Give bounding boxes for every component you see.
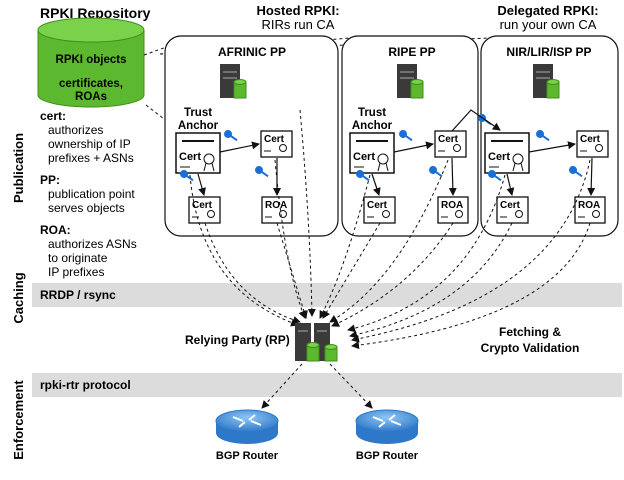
cylinder-label-1: RPKI objects	[56, 54, 127, 66]
caching-protocol-label: RRDP / rsync	[40, 288, 116, 302]
trust-anchor-cert: Cert	[349, 132, 395, 174]
def-pp-term: PP:	[40, 173, 60, 187]
layer-label-caching: Caching	[11, 272, 26, 323]
roa-label: ROA	[441, 200, 463, 211]
definitions: cert: authorizes ownership of IP prefixe…	[40, 109, 137, 279]
delegated-ca-cert: Cert	[484, 132, 530, 174]
trust-anchor-label-1: Trust	[184, 107, 212, 119]
roa-object: ROA	[261, 196, 293, 224]
trust-anchor-cert: Cert	[175, 132, 221, 174]
hierarchy-arrows	[197, 109, 596, 196]
repository-title: RPKI Repository	[40, 5, 151, 21]
server-icon	[533, 64, 560, 99]
relying-party-server-icon	[295, 323, 338, 362]
enforcement-band	[32, 373, 622, 397]
cert-label: Cert	[192, 200, 213, 211]
def-cert-desc2: ownership of IP	[48, 137, 131, 151]
cert-object: Cert	[496, 196, 529, 224]
cert-label: Cert	[179, 151, 201, 163]
fetching-label-2: Crypto Validation	[481, 341, 580, 355]
roa-label: ROA	[578, 200, 600, 211]
relying-party-label: Relying Party (RP)	[185, 333, 290, 347]
def-pp-desc1: publication point	[48, 187, 135, 201]
cert-label: Cert	[353, 151, 375, 163]
cert-label: Cert	[488, 151, 510, 163]
router-arrows	[261, 363, 373, 409]
def-roa-desc3: IP prefixes	[48, 265, 104, 279]
server-icon	[220, 64, 247, 99]
roa-label: ROA	[265, 200, 287, 211]
roa-object: ROA	[437, 196, 469, 224]
hosted-subtitle: RIRs run CA	[262, 17, 335, 32]
def-roa-desc1: authorizes ASNs	[48, 237, 137, 251]
fetching-label-1: Fetching &	[499, 325, 561, 339]
def-roa-term: ROA:	[40, 223, 71, 237]
def-cert-term: cert:	[40, 109, 66, 123]
cert-object: Cert	[188, 196, 221, 224]
delegated-subtitle: run your own CA	[500, 17, 597, 32]
pp-name: NIR/LIR/ISP PP	[506, 45, 591, 59]
cert-object: Cert	[434, 130, 467, 158]
cert-object: Cert	[260, 130, 293, 158]
trust-anchor-label-2: Anchor	[352, 120, 393, 132]
bgp-router-icon	[215, 409, 279, 444]
trust-anchor-label-2: Anchor	[178, 120, 219, 132]
def-cert-desc3: prefixes + ASNs	[48, 151, 134, 165]
cert-label: Cert	[367, 200, 388, 211]
enforcement-protocol-label: rpki-rtr protocol	[40, 378, 131, 392]
delegated-title: Delegated RPKI:	[497, 3, 598, 18]
pp-box-delegated: NIR/LIR/ISP PP	[480, 35, 619, 237]
router-label: BGP Router	[356, 450, 419, 462]
layer-label-enforcement: Enforcement	[11, 380, 26, 460]
hosted-title: Hosted RPKI:	[256, 3, 339, 18]
pp-name: RIPE PP	[388, 45, 435, 59]
cert-label: Cert	[438, 134, 459, 145]
server-icon	[397, 64, 424, 99]
cylinder-label-2: certificates,	[59, 78, 123, 90]
router-label: BGP Router	[216, 450, 279, 462]
fetch-arrows	[189, 109, 591, 350]
caching-band	[32, 283, 622, 307]
roa-object: ROA	[574, 196, 606, 224]
pp-box-afrinic: AFRINIC PP	[164, 35, 339, 237]
cert-object: Cert	[576, 130, 609, 158]
cert-object: Cert	[363, 196, 396, 224]
def-cert-desc1: authorizes	[48, 123, 103, 137]
bgp-router-icon	[355, 409, 419, 444]
cert-label: Cert	[580, 134, 601, 145]
repository-cylinder: RPKI objects certificates, ROAs	[37, 17, 145, 108]
def-roa-desc2: to originate	[48, 251, 108, 265]
cylinder-label-3: ROAs	[75, 91, 107, 103]
trust-anchor-label-1: Trust	[358, 107, 386, 119]
pp-name: AFRINIC PP	[218, 45, 286, 59]
cert-label: Cert	[500, 200, 521, 211]
cert-label: Cert	[264, 134, 285, 145]
def-pp-desc2: serves objects	[48, 201, 125, 215]
layer-label-publication: Publication	[11, 133, 26, 203]
